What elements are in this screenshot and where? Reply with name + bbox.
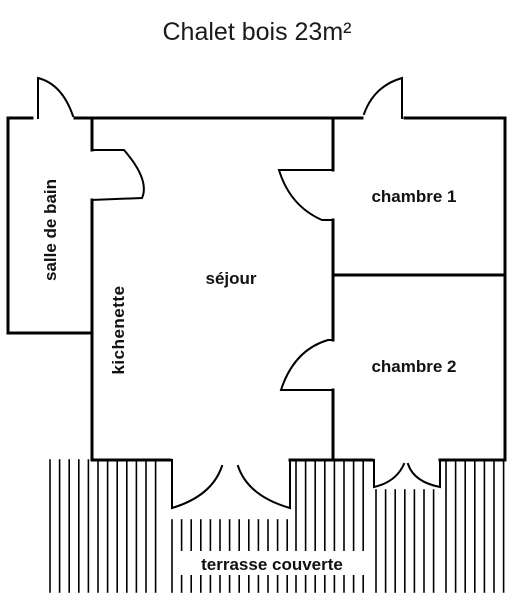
bedroom2-door	[279, 339, 334, 391]
terrace-label-background	[178, 551, 368, 575]
room-label-terrasse: terrasse couverte	[201, 555, 343, 574]
room-label-kichenette: kichenette	[109, 285, 128, 374]
interior-walls	[331, 116, 507, 462]
doors	[37, 76, 441, 510]
plan-title: Chalet bois 23m²	[163, 18, 352, 46]
room-label-salle-de-bain: salle de bain	[41, 179, 60, 281]
bedroom1-door	[277, 169, 334, 221]
terrace-double-door-left	[171, 459, 224, 510]
bathroom-walls	[6, 116, 94, 335]
bathroom-inner-door	[90, 149, 145, 202]
room-label-chambre-2: chambre 2	[371, 357, 456, 376]
bedroom1-entry-door	[362, 76, 403, 119]
bedroom2-terrace-door	[373, 459, 441, 489]
terrace-double-door-right	[236, 459, 291, 510]
exterior-walls	[90, 116, 507, 462]
room-label-chambre-1: chambre 1	[371, 187, 456, 206]
room-label-sejour: séjour	[205, 269, 256, 288]
bathroom-entry-door	[37, 76, 75, 119]
